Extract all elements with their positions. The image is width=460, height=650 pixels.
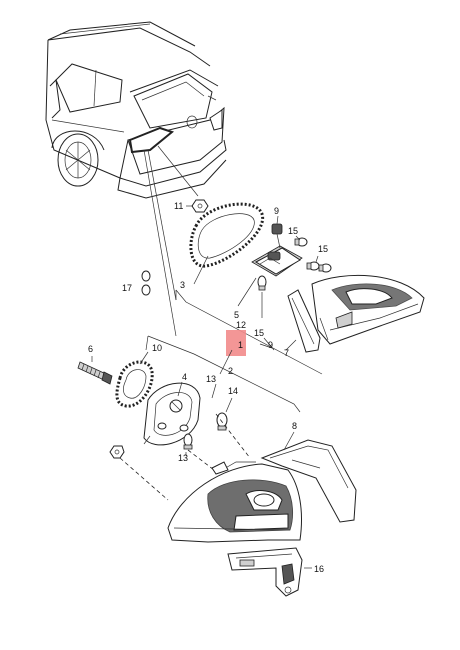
part-label-17: 17 [122, 283, 132, 293]
bulb-15b [306, 261, 320, 271]
clips-17 [141, 270, 151, 296]
nut-11 [191, 199, 209, 213]
part-label-13b: 13 [178, 453, 188, 463]
assembly-frame-lower [147, 335, 301, 413]
part-label-16: 16 [314, 564, 324, 574]
part-label-4: 4 [182, 372, 187, 382]
gasket-upper [189, 202, 265, 268]
reflector-7 [287, 289, 321, 353]
part-label-12: 12 [236, 320, 246, 330]
bulb-14 [216, 412, 228, 431]
bolt-6 [77, 361, 113, 385]
part-label-15a: 15 [288, 226, 298, 236]
part-label-5: 5 [234, 310, 239, 320]
part-label-10: 10 [152, 343, 162, 353]
part-label-1: 1 [238, 340, 243, 350]
bracket-16 [227, 547, 303, 597]
part-label-3: 3 [180, 280, 185, 290]
vehicle-outline [45, 21, 227, 199]
part-label-13: 13 [206, 374, 216, 384]
guide-line [157, 145, 199, 197]
part-label-8: 8 [292, 421, 297, 431]
bulb-15c [318, 263, 332, 273]
tail-light-lower [167, 461, 302, 543]
part-label-15c: 15 [254, 328, 264, 338]
part-label-14: 14 [228, 386, 238, 396]
gasket-10 [115, 360, 154, 408]
guide-line [147, 149, 177, 301]
part-label-9: 9 [274, 206, 279, 216]
bulb-15a [294, 237, 308, 247]
part-label-9b: 9 [268, 340, 273, 350]
part-label-15b: 15 [318, 244, 328, 254]
bulb-holder-upper [251, 223, 303, 291]
part-label-6: 6 [88, 344, 93, 354]
part-label-11: 11 [174, 201, 183, 211]
tail-light-upper [311, 274, 425, 345]
assembly-frame [175, 289, 323, 375]
part-label-7: 7 [284, 348, 289, 358]
nut-lower [109, 445, 125, 459]
bulb-13-lower [183, 433, 193, 450]
guide-line [143, 149, 177, 337]
reflector-8 [260, 439, 357, 523]
part-label-2: 2 [228, 366, 233, 376]
part-1-highlight [226, 330, 246, 356]
bulb-carrier-4 [143, 382, 201, 446]
